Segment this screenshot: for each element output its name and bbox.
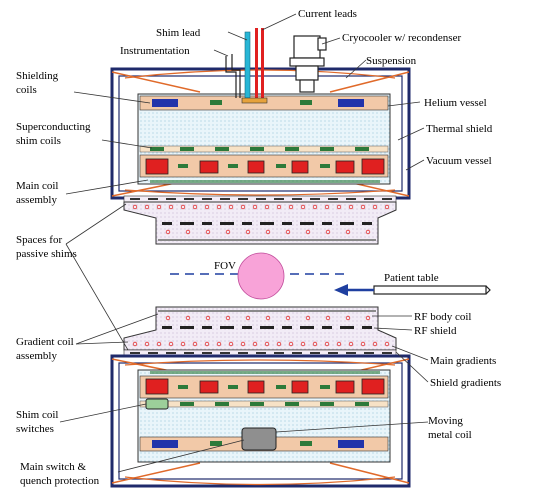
label-shielding-coils-1: Shielding	[16, 70, 59, 82]
top-magnet	[110, 67, 411, 203]
bottom-magnet	[110, 349, 411, 488]
label-gradient-1: Gradient coil	[16, 336, 74, 348]
top-feedthroughs	[225, 28, 327, 104]
label-main-coil-2: assembly	[16, 194, 57, 206]
label-moving-1: Moving	[428, 415, 463, 427]
rf-dots-top	[132, 204, 390, 210]
thermal-shield-bottom	[118, 362, 403, 480]
label-cryocooler: Cryocooler w/ recondenser	[342, 32, 461, 44]
thermal-shield-top	[118, 75, 403, 192]
suspension-wires-top	[111, 71, 410, 197]
label-suspension: Suspension	[366, 55, 417, 67]
label-helium-vessel: Helium vessel	[424, 97, 487, 109]
label-shim-lead: Shim lead	[156, 27, 201, 39]
label-rf-shield: RF shield	[414, 325, 457, 337]
patient-table	[334, 284, 491, 296]
fov-sphere	[237, 252, 285, 300]
current-lead-1	[255, 28, 258, 98]
current-lead-2	[261, 28, 264, 98]
bottom-gradient-assembly	[123, 306, 397, 351]
label-main-switch-2: quench protection	[20, 475, 100, 487]
main-coils-top	[145, 158, 385, 175]
shim-lead	[244, 31, 251, 99]
top-gradient-assembly	[123, 201, 397, 245]
label-moving-2: metal coil	[428, 429, 472, 441]
shielding-coil-right	[338, 99, 364, 107]
label-main-coil-1: Main coil	[16, 180, 58, 192]
label-superconducting-1: Superconducting	[16, 121, 91, 133]
label-vacuum-vessel: Vacuum vessel	[426, 155, 492, 167]
main-switch-box	[241, 427, 277, 451]
main-coils-bottom	[145, 378, 385, 395]
label-main-switch-1: Main switch &	[20, 461, 86, 473]
label-thermal-shield: Thermal shield	[426, 123, 493, 135]
label-shielding-coils-2: coils	[16, 84, 37, 96]
label-spaces-1: Spaces for	[16, 234, 62, 246]
label-patient-table: Patient table	[384, 272, 439, 284]
label-spaces-2: passive shims	[16, 248, 77, 260]
label-rf-body-coil: RF body coil	[414, 311, 471, 323]
shim-coil-switch	[145, 398, 169, 410]
label-main-gradients: Main gradients	[430, 355, 496, 367]
label-gradient-2: assembly	[16, 350, 57, 362]
shielding-coil-left	[152, 99, 178, 107]
label-fov: FOV	[214, 260, 236, 272]
label-shim-switch-2: switches	[16, 423, 54, 435]
label-shim-switch-1: Shim coil	[16, 409, 58, 421]
label-shield-gradients: Shield gradients	[430, 377, 501, 389]
label-superconducting-2: shim coils	[16, 135, 61, 147]
label-instrumentation: Instrumentation	[120, 45, 190, 57]
label-current-leads: Current leads	[298, 8, 357, 20]
vacuum-vessel-bottom	[110, 354, 411, 488]
leader-lines	[59, 13, 429, 473]
cryocooler	[289, 35, 327, 93]
